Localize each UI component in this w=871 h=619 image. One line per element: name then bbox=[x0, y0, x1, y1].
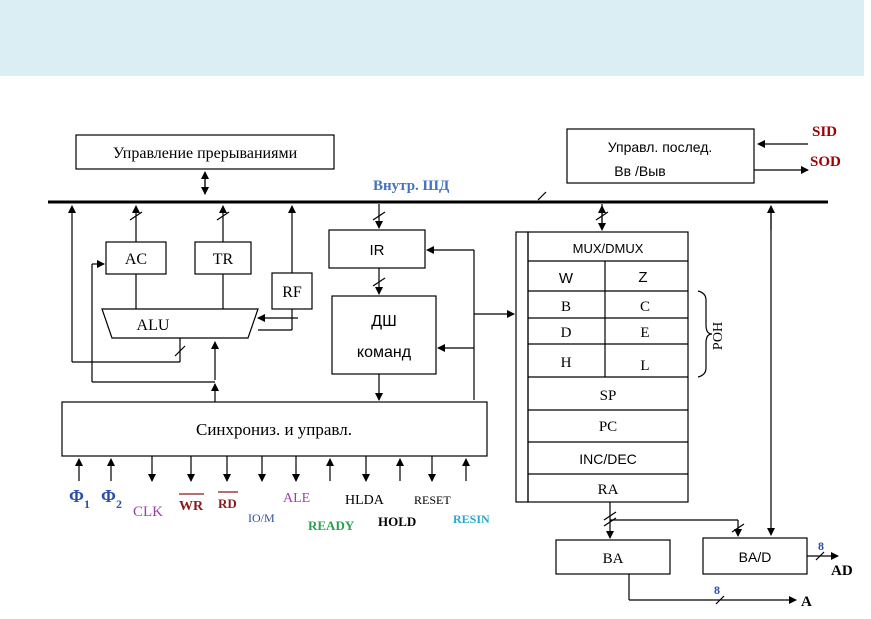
phi2-main: Φ bbox=[101, 486, 116, 506]
resin-signal: RESIN bbox=[453, 512, 490, 526]
reg-e-label: E bbox=[640, 325, 649, 341]
sid-label: SID bbox=[812, 124, 837, 140]
decoder-label-1: ДШ bbox=[371, 313, 397, 330]
serial-control-label-2: Вв /Выв bbox=[614, 163, 665, 179]
ad-label: AD bbox=[831, 563, 853, 579]
ready-signal: READY bbox=[308, 518, 355, 533]
header-band bbox=[0, 0, 864, 76]
decoder-label-2: команд bbox=[357, 344, 412, 361]
reg-w-label: W bbox=[559, 270, 574, 287]
ir-box bbox=[328, 229, 426, 269]
sod-label: SOD bbox=[810, 154, 841, 170]
serial-control-label-1: Управл. послед. bbox=[608, 139, 713, 155]
wr-signal: WR bbox=[179, 499, 204, 514]
reset-signal: RESET bbox=[414, 493, 451, 507]
ba-box bbox=[555, 539, 671, 575]
phi1-main: Φ bbox=[69, 486, 84, 506]
roh-label: РОН bbox=[711, 322, 726, 350]
serial-io-control-box bbox=[566, 128, 755, 184]
reg-d-label: D bbox=[561, 325, 572, 341]
ba-label: BA bbox=[603, 551, 624, 567]
bus-width-label-1: 8 bbox=[818, 539, 824, 553]
reg-b-label: B bbox=[561, 299, 571, 315]
ale-signal: ALE bbox=[283, 491, 310, 506]
pc-label: PC bbox=[599, 419, 617, 435]
mux-dmux-label: MUX/DMUX bbox=[573, 241, 644, 256]
reg-h-label: H bbox=[561, 355, 572, 371]
bad-label: BA/D bbox=[739, 549, 772, 565]
io-m-signal: IO/M bbox=[248, 511, 275, 525]
roh-brace bbox=[697, 290, 713, 378]
clk-signal: CLK bbox=[133, 504, 163, 520]
hold-signal: HOLD bbox=[378, 514, 416, 529]
sp-label: SP bbox=[600, 388, 617, 404]
interrupt-control-label: Управление прерываниями bbox=[113, 145, 298, 162]
interrupt-control-box bbox=[75, 134, 335, 170]
tr-label: TR bbox=[213, 251, 234, 268]
hlda-signal: HLDA bbox=[345, 493, 385, 508]
reg-l-label: L bbox=[640, 358, 649, 374]
bus-width-label-2: 8 bbox=[714, 583, 720, 597]
internal-bus-label: Внутр. ШД bbox=[373, 178, 450, 194]
sync-control-label: Синхрониз. и управл. bbox=[196, 420, 352, 439]
phi1-sub: 1 bbox=[84, 497, 90, 511]
register-file-bar bbox=[515, 231, 529, 503]
ac-label: AC bbox=[125, 251, 147, 268]
decoder-box bbox=[331, 295, 437, 375]
rf-label: RF bbox=[282, 284, 302, 301]
inc-dec-label: INC/DEC bbox=[579, 451, 637, 467]
register-file-box bbox=[527, 231, 689, 503]
rd-signal: RD bbox=[218, 496, 237, 511]
alu-label: ALU bbox=[137, 317, 170, 334]
phi2-sub: 2 bbox=[116, 497, 122, 511]
sync-control-box bbox=[61, 401, 488, 457]
reg-c-label: C bbox=[640, 299, 650, 315]
reg-z-label: Z bbox=[638, 269, 647, 286]
ra-label: RA bbox=[598, 482, 619, 498]
ir-label: IR bbox=[370, 242, 385, 259]
a-label: A bbox=[801, 594, 812, 610]
alu-shape bbox=[101, 308, 259, 339]
